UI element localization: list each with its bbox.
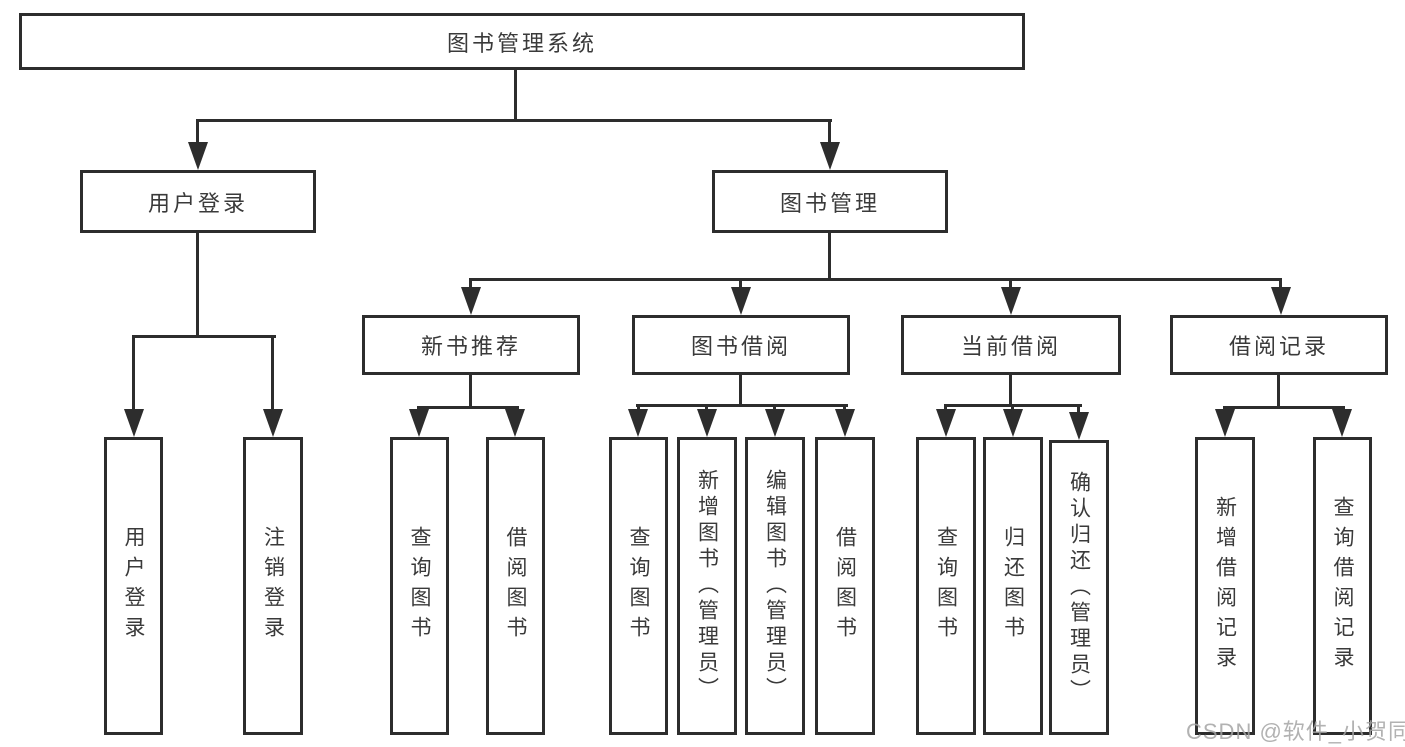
- connector-stub: [637, 404, 640, 413]
- node-book-borrow: 图书借阅: [632, 315, 850, 375]
- connector-stub: [1077, 404, 1080, 413]
- connector-level3-rail: [469, 278, 1282, 281]
- connector-stub: [1011, 404, 1014, 413]
- node-borrow-records: 借阅记录: [1170, 315, 1388, 375]
- connector-new-books-stem: [469, 375, 472, 408]
- leaf-query-books-recommend-label: 查询图书: [408, 526, 431, 646]
- arrow-down-icon: [765, 409, 785, 437]
- node-book-management: 图书管理: [712, 170, 948, 233]
- connector-stub: [944, 404, 947, 413]
- node-book-borrow-label: 图书借阅: [690, 334, 791, 359]
- connector-book-borrow-rail: [636, 404, 848, 407]
- connector-stub: [843, 404, 846, 413]
- leaf-user-login: 用户登录: [104, 437, 163, 735]
- arrow-down-icon: [505, 409, 525, 437]
- leaf-query-books-current-label: 查询图书: [934, 526, 958, 646]
- leaf-query-borrow-record-label: 查询借阅记录: [1331, 496, 1354, 676]
- node-user-login: 用户登录: [80, 170, 316, 233]
- leaf-logout-label: 注销登录: [261, 526, 285, 646]
- node-new-book-recommend-label: 新书推荐: [420, 334, 521, 359]
- leaf-borrow-books-recommend-label: 借阅图书: [504, 526, 527, 646]
- node-library-system: 图书管理系统: [19, 13, 1025, 70]
- arrow-down-icon: [936, 409, 956, 437]
- node-library-system-label: 图书管理系统: [446, 30, 597, 56]
- connector-drop-book-borrow: [739, 278, 742, 290]
- leaf-borrow-books: 借阅图书: [815, 437, 875, 735]
- leaf-borrow-books-label: 借阅图书: [833, 526, 857, 646]
- arrow-down-icon: [1332, 409, 1352, 437]
- leaf-query-books-borrow-label: 查询图书: [627, 526, 650, 646]
- leaf-edit-book-admin: 编辑图书（管理员）: [745, 437, 805, 735]
- leaf-return-books-label: 归还图书: [1001, 526, 1025, 646]
- node-borrow-records-label: 借阅记录: [1228, 334, 1329, 359]
- arrow-down-icon: [409, 409, 429, 437]
- arrow-down-icon: [461, 287, 481, 315]
- connector-drop-borrow-records: [1279, 278, 1282, 290]
- connector-drop-user-login: [196, 119, 199, 145]
- node-book-management-label: 图书管理: [779, 190, 880, 216]
- leaf-user-login-label: 用户登录: [122, 526, 145, 646]
- arrow-down-icon: [124, 409, 144, 437]
- arrow-down-icon: [835, 409, 855, 437]
- connector-borrow-records-rail: [1223, 406, 1345, 409]
- connector-stub: [773, 404, 776, 413]
- leaf-query-borrow-record: 查询借阅记录: [1313, 437, 1372, 735]
- arrow-down-icon: [1001, 287, 1021, 315]
- arrow-down-icon: [1271, 287, 1291, 315]
- node-current-borrow: 当前借阅: [901, 315, 1121, 375]
- leaf-confirm-return-admin-label: 确认归还（管理员）: [1067, 470, 1091, 705]
- connector-drop-leaf-login: [132, 335, 135, 412]
- connector-current-borrow-stem: [1009, 375, 1012, 406]
- leaf-return-books: 归还图书: [983, 437, 1043, 735]
- connector-new-books-rail: [417, 406, 519, 409]
- leaf-query-books-borrow: 查询图书: [609, 437, 668, 735]
- leaf-query-books-current: 查询图书: [916, 437, 976, 735]
- connector-borrow-records-stem: [1277, 375, 1280, 408]
- connector-drop-current-borrow: [1009, 278, 1012, 290]
- leaf-query-books-recommend: 查询图书: [390, 437, 449, 735]
- connector-book-borrow-stem: [739, 375, 742, 406]
- connector-root-stem: [514, 70, 517, 120]
- leaf-confirm-return-admin: 确认归还（管理员）: [1049, 440, 1109, 735]
- node-current-borrow-label: 当前借阅: [960, 334, 1061, 359]
- leaf-add-book-admin-label: 新增图书（管理员）: [695, 469, 719, 703]
- connector-book-mgmt-stem: [828, 233, 831, 281]
- watermark: CSDN @软件_小贺同学: [1186, 719, 1405, 744]
- arrow-down-icon: [731, 287, 751, 315]
- arrow-down-icon: [628, 409, 648, 437]
- arrow-down-icon: [1069, 412, 1089, 440]
- leaf-add-borrow-record-label: 新增借阅记录: [1213, 496, 1237, 676]
- connector-drop-leaf-logout: [271, 335, 274, 412]
- arrow-down-icon: [1215, 409, 1235, 437]
- leaf-logout: 注销登录: [243, 437, 303, 735]
- connector-drop-book-mgmt: [828, 119, 831, 145]
- node-user-login-label: 用户登录: [147, 190, 248, 216]
- connector-user-login-stem: [196, 233, 199, 338]
- leaf-edit-book-admin-label: 编辑图书（管理员）: [763, 469, 787, 703]
- arrow-down-icon: [1003, 409, 1023, 437]
- connector-stub: [705, 404, 708, 413]
- connector-level2-rail: [196, 119, 832, 122]
- leaf-add-borrow-record: 新增借阅记录: [1195, 437, 1255, 735]
- leaf-borrow-books-recommend: 借阅图书: [486, 437, 545, 735]
- arrow-down-icon: [188, 142, 208, 170]
- leaf-add-book-admin: 新增图书（管理员）: [677, 437, 737, 735]
- arrow-down-icon: [263, 409, 283, 437]
- connector-user-login-rail: [132, 335, 276, 338]
- node-new-book-recommend: 新书推荐: [362, 315, 580, 375]
- arrow-down-icon: [820, 142, 840, 170]
- connector-drop-new-books: [469, 278, 472, 290]
- arrow-down-icon: [697, 409, 717, 437]
